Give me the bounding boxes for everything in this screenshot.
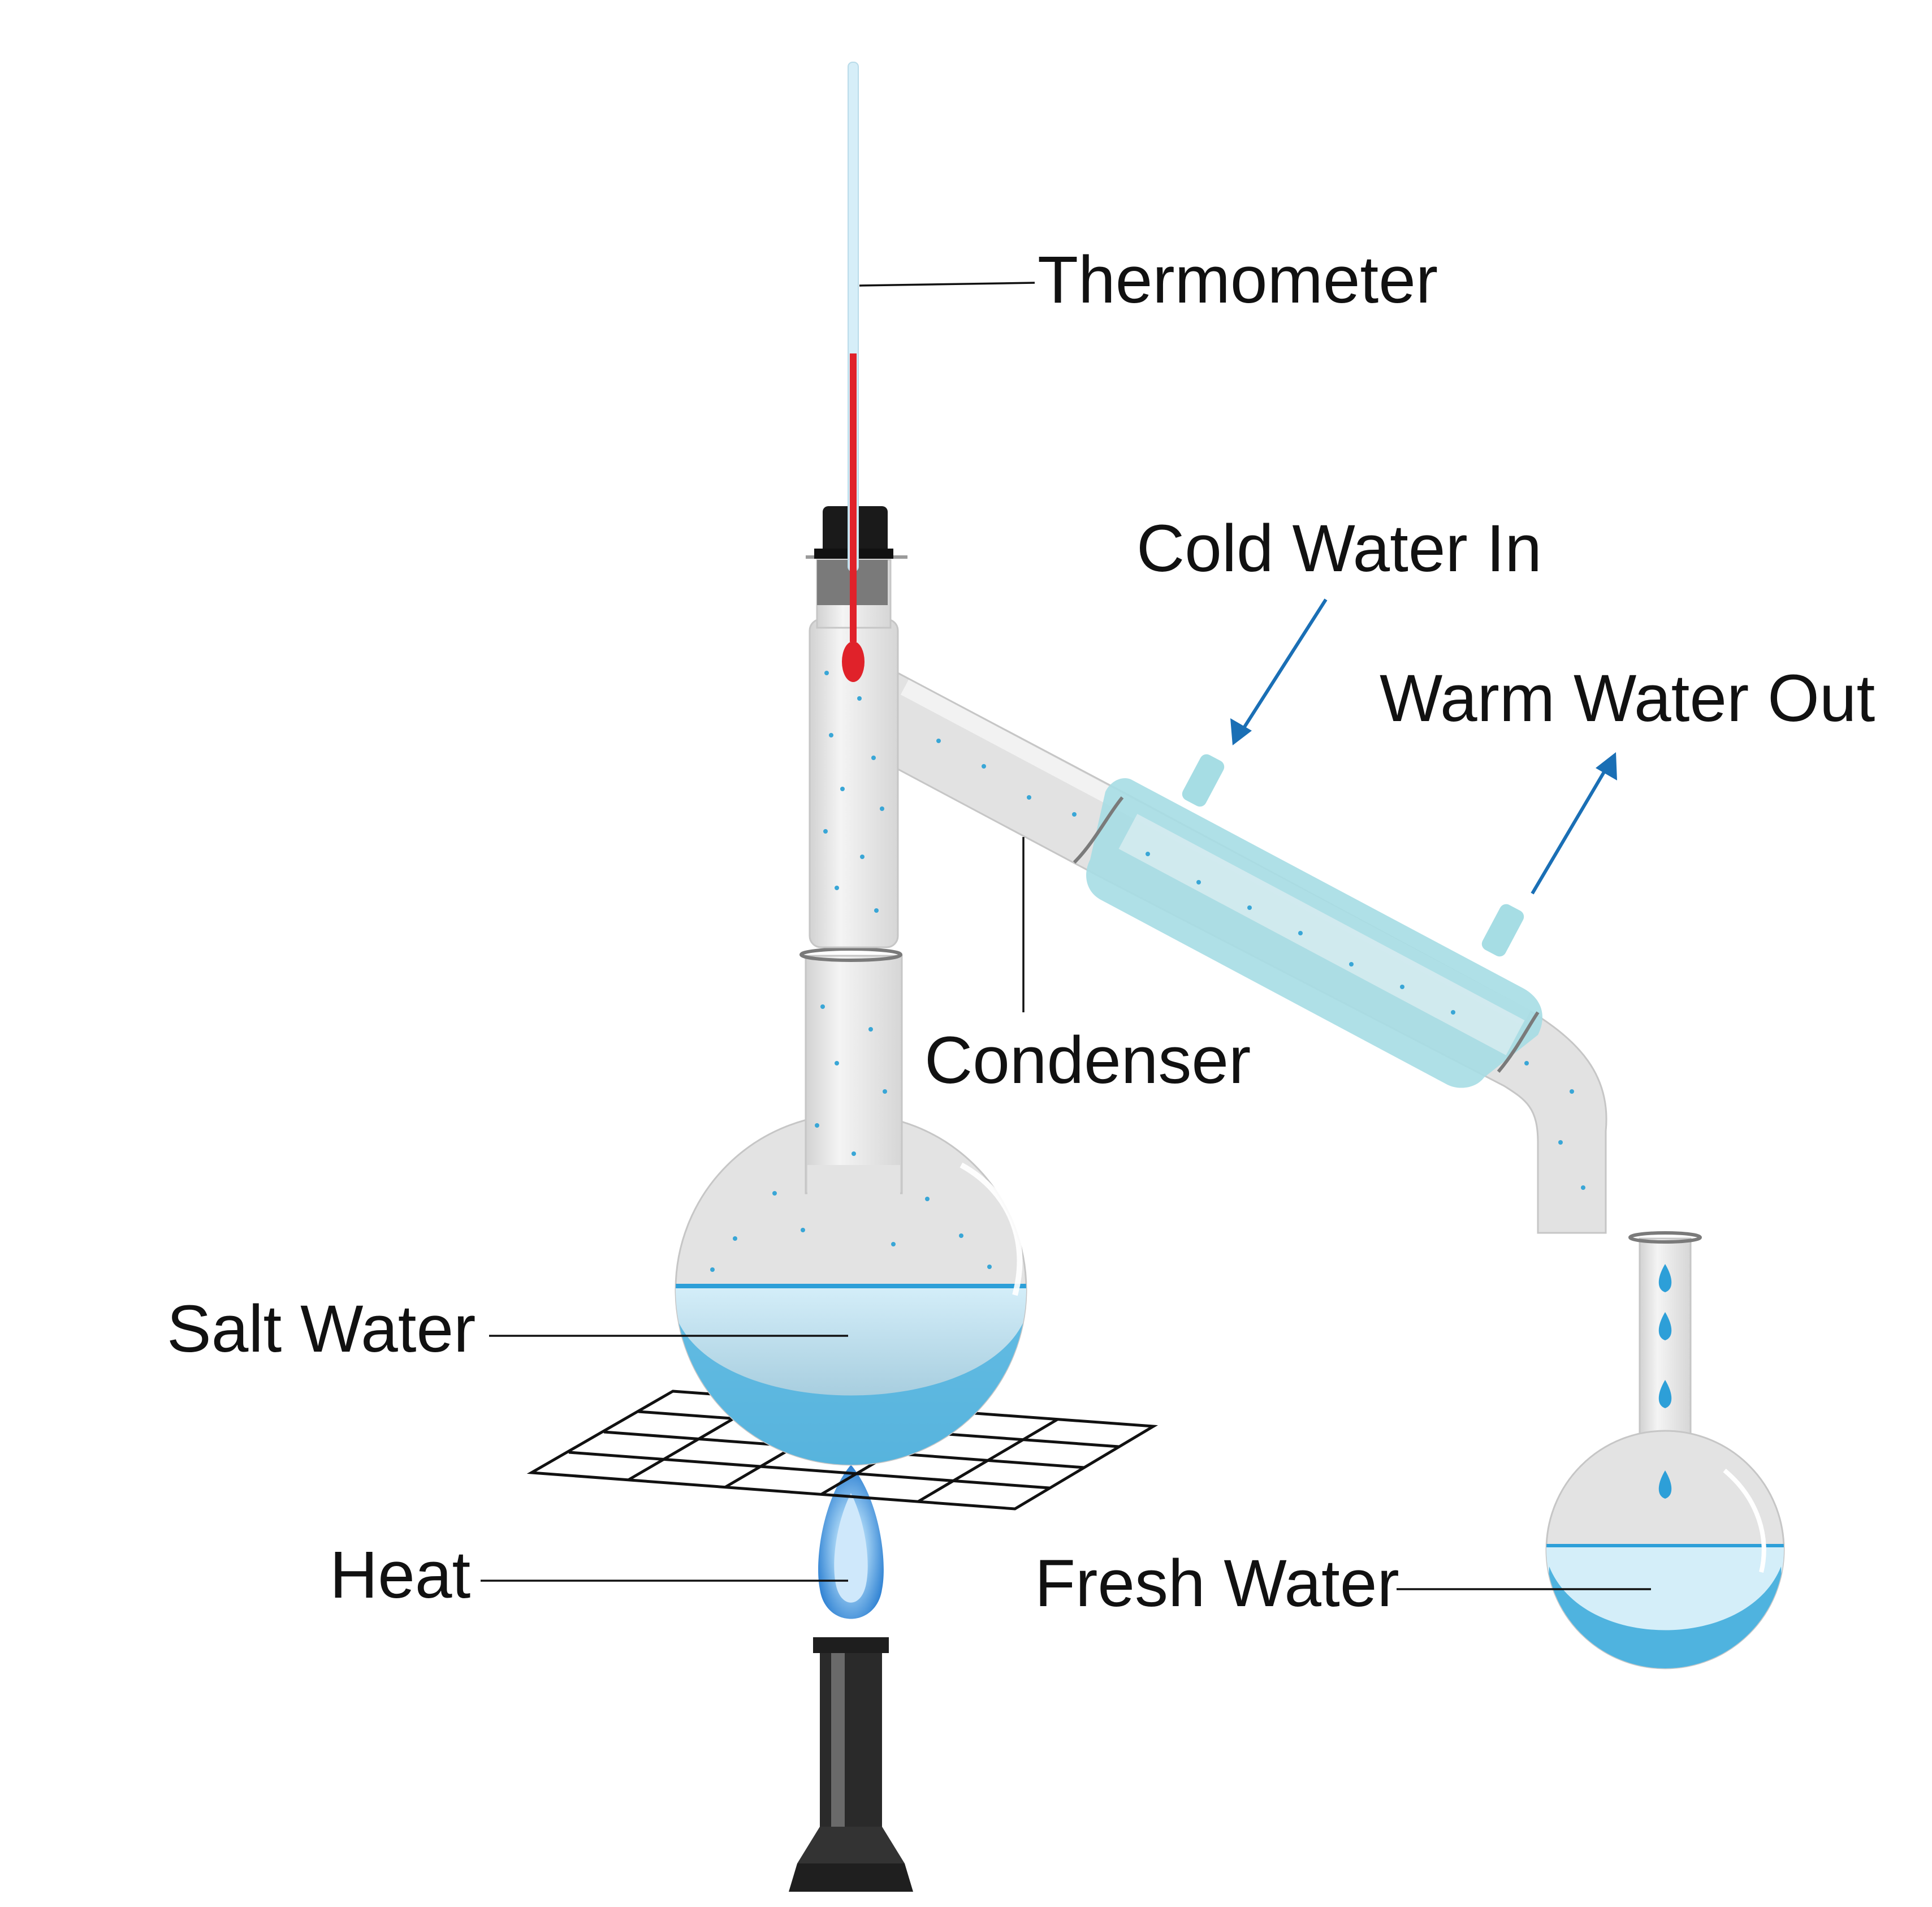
cold-water-in-label: Cold Water In [1136,511,1542,586]
condenser-jacket [1073,754,1542,1088]
heat-label: Heat [330,1538,470,1612]
burner-flame [818,1465,884,1619]
cold-water-in-arrow [1230,598,1328,745]
fresh-water-label: Fresh Water [1035,1546,1399,1621]
warm-water-out-label: Warm Water Out [1380,661,1875,736]
condenser-label: Condenser [924,1023,1251,1098]
receiving-flask [1545,1231,1785,1669]
thermometer [842,62,865,682]
vapour-bubbles [710,671,1585,1272]
bunsen-burner [789,1637,913,1892]
distilling-flask [675,947,1027,1466]
label-leader-lines [481,282,1651,1590]
warm-water-out-arrow [1531,752,1617,895]
salt-water-label: Salt Water [167,1292,476,1366]
condensate-droplets [1658,1264,1672,1499]
thermometer-label: Thermometer [1038,243,1438,317]
